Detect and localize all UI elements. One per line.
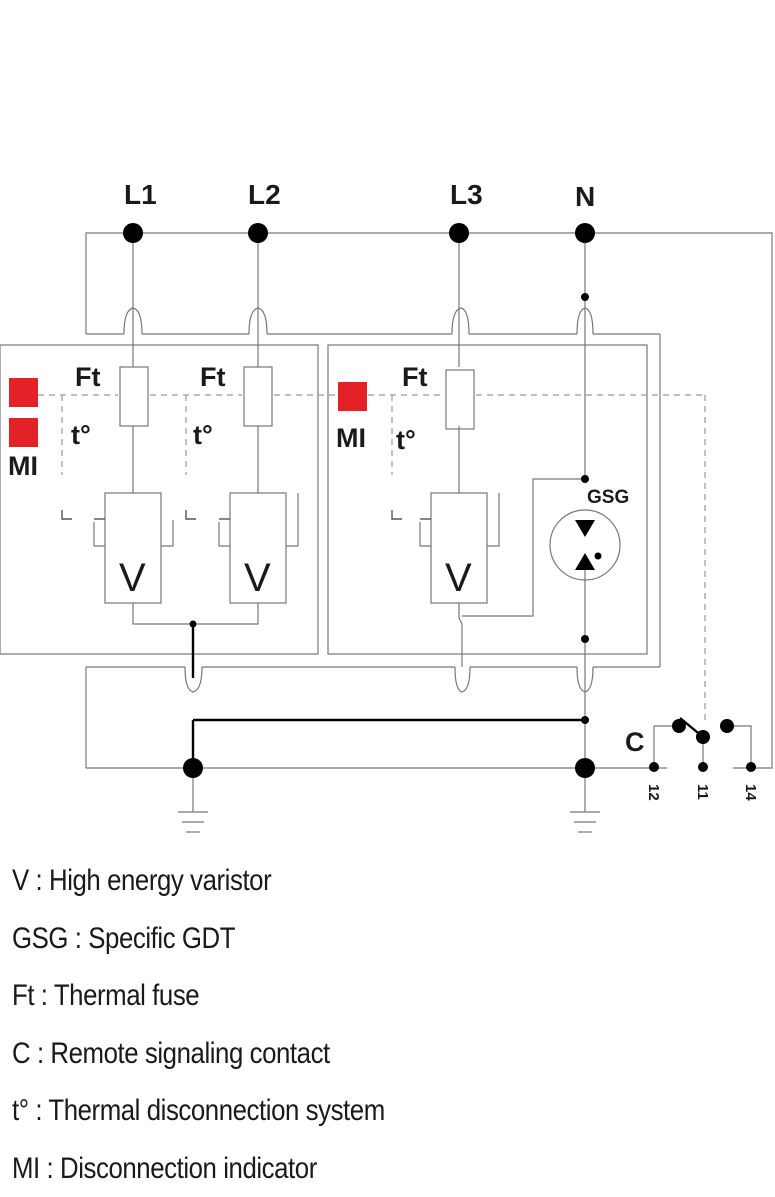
terminal-label-l2: L2 <box>248 179 281 210</box>
remote-signaling-contact <box>649 718 756 772</box>
contact-terminal-14: 14 <box>742 784 759 801</box>
varistor-label-3: V <box>445 556 472 600</box>
thermal-fuse-3 <box>446 370 474 429</box>
surge-protector-wiring-diagram: L1 L2 L3 N Ft Ft Ft t° t° t° MI MI V V V… <box>0 0 775 840</box>
disconnection-indicator-1 <box>9 378 38 407</box>
legend-item-fuse: Ft : Thermal fuse <box>12 967 666 1025</box>
crossover-arcs-top <box>124 308 593 334</box>
varistor-label-2: V <box>244 556 271 600</box>
terminal-dots <box>123 223 595 778</box>
thermal-fuse-1 <box>120 367 148 426</box>
ground-symbol-left <box>178 778 208 832</box>
outer-bus-wiring <box>86 233 772 768</box>
legend-item-varistor: V : High energy varistor <box>12 852 666 910</box>
ground-symbol-right <box>570 778 600 832</box>
varistor-label-1: V <box>119 556 146 600</box>
thermal-fuse-2 <box>244 367 272 426</box>
thermal-label-3: t° <box>396 425 416 455</box>
terminal-label-l3: L3 <box>450 179 483 210</box>
legend-item-indicator: MI : Disconnection indicator <box>12 1140 666 1197</box>
fuse-label-2: Ft <box>200 362 225 392</box>
legend-item-gsg: GSG : Specific GDT <box>12 910 666 968</box>
crossover-arcs-bottom <box>185 667 593 692</box>
terminal-label-n: N <box>575 181 595 212</box>
legend-item-contact: C : Remote signaling contact <box>12 1025 666 1083</box>
gsg-gas-discharge-tube <box>550 510 620 580</box>
contact-terminal-11: 11 <box>694 784 711 800</box>
fuse-label-1: Ft <box>75 362 100 392</box>
fuse-label-3: Ft <box>402 362 427 392</box>
gsg-label: GSG <box>587 487 629 508</box>
legend-item-thermal: t° : Thermal disconnection system <box>12 1082 666 1140</box>
module-box-left <box>0 345 318 654</box>
indicator-label-2: MI <box>336 423 366 453</box>
disconnection-indicator-2 <box>9 418 38 447</box>
indicator-label-1: MI <box>8 451 38 481</box>
legend: V : High energy varistor GSG : Specific … <box>12 852 772 1197</box>
varistor-common <box>133 479 585 768</box>
terminal-label-l1: L1 <box>124 179 157 210</box>
disconnection-indicator-3 <box>338 382 367 411</box>
contact-terminal-12: 12 <box>645 784 662 801</box>
contact-label: C <box>625 727 645 757</box>
thermal-label-2: t° <box>193 420 213 450</box>
thermal-label-1: t° <box>71 420 91 450</box>
